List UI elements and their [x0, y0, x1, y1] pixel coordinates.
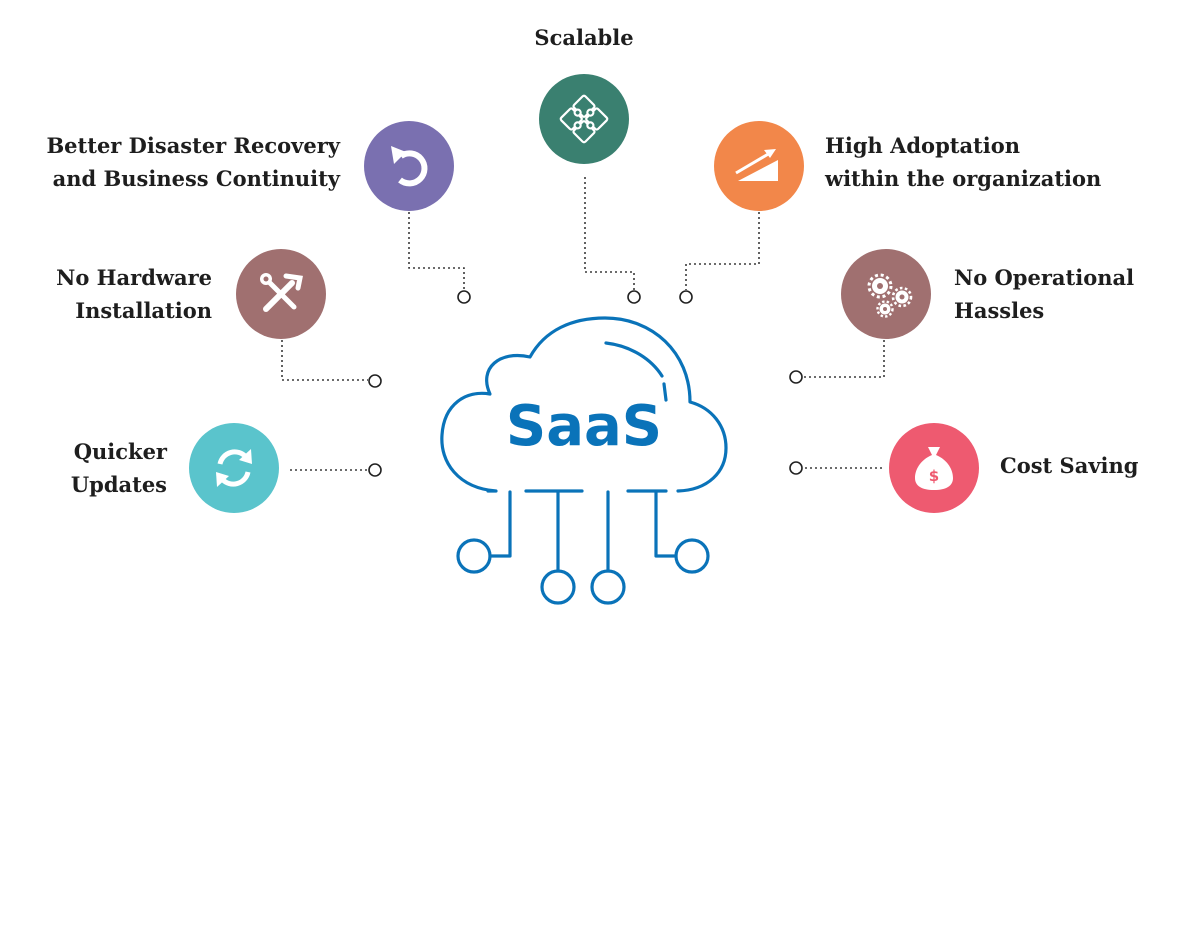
- updates-circle: [189, 423, 279, 513]
- label-updates-line-1: Quicker: [73, 439, 167, 464]
- benefit-recovery-icon-group: [364, 121, 454, 211]
- tools-icon: [260, 273, 303, 312]
- cloud-icon: [440, 316, 728, 605]
- svg-text:$: $: [929, 467, 939, 485]
- label-recovery-line-2: and Business Continuity: [52, 166, 340, 191]
- label-recovery-line-1: Better Disaster Recovery: [46, 133, 340, 158]
- connector-adoption: [685, 212, 760, 290]
- scalable-circle: [539, 74, 629, 164]
- connectors: [281, 177, 885, 471]
- benefit-scalable-icon-group: [539, 74, 629, 164]
- label-adoption-line-1: High Adoptation: [825, 133, 1021, 158]
- refresh-icon: [216, 449, 252, 487]
- connector-hardware: [281, 340, 368, 381]
- node-recovery: [457, 290, 471, 304]
- gears-icon: [867, 273, 913, 318]
- benefit-adoption-icon-group: [714, 121, 804, 211]
- label-operational: No Operational Hassles: [954, 261, 1154, 327]
- adoption-circle: [714, 121, 804, 211]
- label-recovery: Better Disaster Recovery and Business Co…: [40, 129, 340, 195]
- connector-nodes: [368, 290, 803, 477]
- benefit-cost-icon-group: $: [889, 423, 979, 513]
- benefit-operational-icon-group: [841, 249, 931, 339]
- saas-label: SaaS: [506, 394, 662, 459]
- node-cost: [789, 461, 803, 475]
- connector-operational: [803, 340, 885, 378]
- puzzle-icon: [559, 94, 609, 144]
- node-scalable: [627, 290, 641, 304]
- label-adoption-line-2: within the organization: [825, 166, 1102, 191]
- node-updates: [368, 463, 382, 477]
- label-scalable-line-1: Scalable: [534, 25, 634, 50]
- node-operational: [789, 370, 803, 384]
- label-cost: Cost Saving: [1000, 449, 1160, 482]
- benefit-updates-icon-group: [189, 423, 279, 513]
- operational-circle: [841, 249, 931, 339]
- growth-chart-icon: [735, 149, 778, 181]
- label-operational-line-1: No Operational: [954, 265, 1135, 290]
- label-adoption: High Adoptation within the organization: [825, 129, 1125, 195]
- recovery-circle: [364, 121, 454, 211]
- connector-scalable: [584, 177, 635, 290]
- node-hardware: [368, 374, 382, 388]
- label-hardware: No Hardware Installation: [20, 261, 212, 327]
- label-hardware-line-1: No Hardware: [56, 265, 212, 290]
- benefit-hardware-icon-group: [236, 249, 326, 339]
- label-updates-line-2: Updates: [70, 472, 167, 497]
- label-scalable: Scalable: [520, 21, 648, 54]
- label-updates: Quicker Updates: [20, 435, 167, 501]
- connector-recovery: [408, 212, 465, 290]
- label-hardware-line-2: Installation: [75, 298, 212, 323]
- label-cost-line-1: Cost Saving: [1000, 453, 1139, 478]
- node-adoption: [679, 290, 693, 304]
- undo-icon: [391, 146, 428, 187]
- label-operational-line-2: Hassles: [954, 298, 1045, 323]
- money-bag-icon: $: [915, 447, 953, 490]
